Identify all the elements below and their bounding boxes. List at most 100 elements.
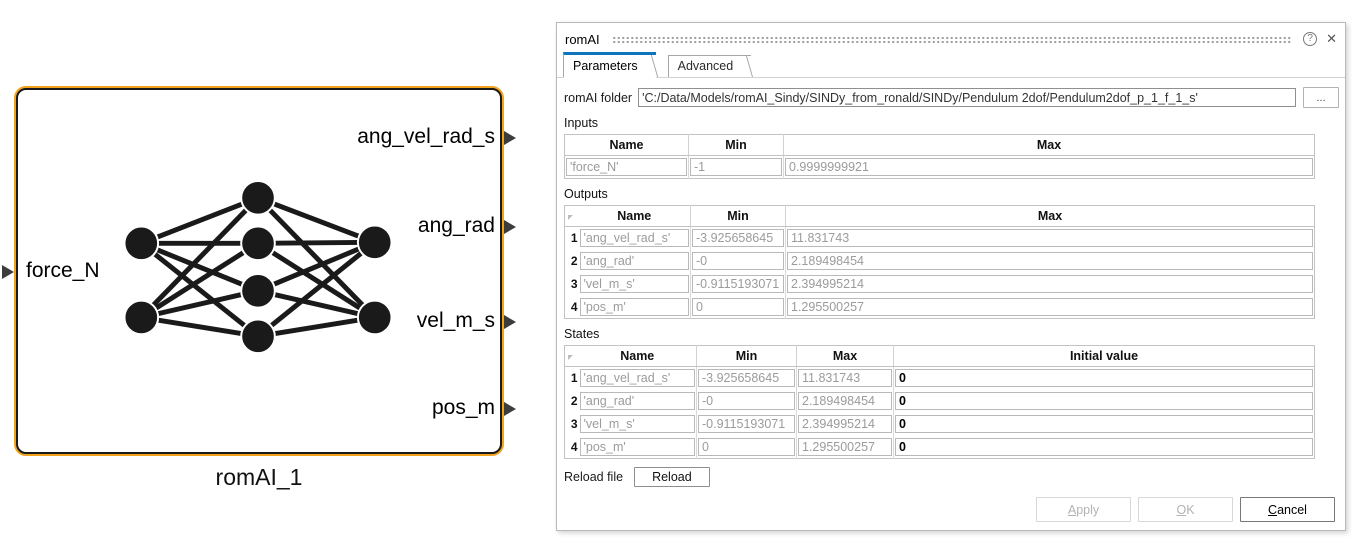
output-min-cell[interactable]: -3.925658645 — [692, 229, 784, 248]
input-name-cell[interactable]: 'force_N' — [566, 158, 687, 176]
port-label-pos-m: pos_m — [431, 396, 495, 419]
state-min-cell[interactable]: -0.9115193071 — [698, 415, 795, 433]
tab-bar: Parameters Advanced — [557, 52, 1345, 78]
romai-parameter-dialog: romAI ? ✕ Parameters Advanced romAI fold… — [556, 22, 1346, 531]
states-section-label: States — [564, 327, 600, 341]
port-label-force-n: force_N — [26, 259, 100, 282]
inputs-header-max: Max — [783, 134, 1315, 156]
tab-slant-edge — [736, 56, 754, 77]
state-initial-cell[interactable]: 0 — [895, 392, 1313, 410]
dialog-title: romAI — [565, 31, 600, 47]
row-number: 3 — [570, 417, 578, 431]
state-initial-cell[interactable]: 0 — [895, 415, 1313, 433]
table-row: 3 'vel_m_s' -0.9115193071 2.394995214 0 — [565, 412, 1315, 436]
input-port-arrow-icon[interactable] — [2, 265, 14, 279]
states-header-min: Min — [696, 345, 797, 367]
row-number: 1 — [570, 231, 578, 246]
block-name-label: romAI_1 — [215, 464, 303, 490]
table-row: 1 'ang_vel_rad_s' -3.925658645 11.831743… — [565, 366, 1315, 390]
outputs-section-label: Outputs — [564, 187, 608, 201]
neural-network-icon — [123, 180, 393, 355]
inputs-header-min: Min — [688, 134, 784, 156]
state-initial-cell[interactable]: 0 — [895, 437, 1313, 456]
dialog-titlebar: romAI ? ✕ — [557, 23, 1345, 49]
tab-advanced[interactable]: Advanced — [667, 55, 754, 77]
table-row: 'force_N' -1 0.9999999921 — [564, 155, 1315, 179]
state-max-cell[interactable]: 1.295500257 — [798, 437, 892, 456]
state-max-cell[interactable]: 11.831743 — [798, 369, 892, 388]
tab-parameters-label: Parameters — [573, 59, 638, 73]
apply-button[interactable]: Apply — [1036, 497, 1131, 522]
reload-file-label: Reload file — [564, 470, 624, 484]
close-icon[interactable]: ✕ — [1326, 31, 1337, 46]
dialog-footer: Apply OK Cancel — [1036, 497, 1335, 522]
apply-button-label: Apply — [1067, 502, 1100, 517]
folder-row: romAI folder ... — [564, 87, 1339, 108]
output-port-arrow-icon[interactable] — [504, 131, 516, 145]
row-number: 4 — [570, 299, 578, 314]
output-port-arrow-icon[interactable] — [504, 220, 516, 234]
output-max-cell[interactable]: 11.831743 — [787, 229, 1313, 248]
state-min-cell[interactable]: -3.925658645 — [698, 369, 795, 388]
states-header-name: Name — [578, 345, 697, 367]
output-name-cell[interactable]: 'vel_m_s' — [579, 275, 689, 293]
output-max-cell[interactable]: 2.394995214 — [787, 275, 1313, 293]
reload-button[interactable]: Reload — [634, 467, 710, 487]
romai-block[interactable]: force_N ang_vel_rad_s ang_rad vel_m_s po… — [2, 88, 516, 490]
row-number: 2 — [570, 394, 578, 408]
table-row: 2 'ang_rad' -0 2.189498454 0 — [565, 389, 1315, 413]
tab-slant-edge — [640, 55, 658, 77]
folder-label: romAI folder — [564, 90, 633, 105]
output-min-cell[interactable]: -0.9115193071 — [692, 275, 784, 293]
table-row: 4 'pos_m' 0 1.295500257 0 — [565, 435, 1315, 459]
output-name-cell[interactable]: 'ang_rad' — [579, 252, 689, 270]
output-max-cell[interactable]: 1.295500257 — [787, 297, 1313, 316]
port-label-ang-vel-rad-s: ang_vel_rad_s — [357, 125, 495, 148]
output-name-cell[interactable]: 'ang_vel_rad_s' — [579, 229, 689, 248]
inputs-section-label: Inputs — [564, 116, 599, 130]
row-number: 1 — [570, 371, 578, 386]
output-port-arrow-icon[interactable] — [504, 402, 516, 416]
reload-row: Reload file Reload — [564, 467, 1315, 487]
output-min-cell[interactable]: -0 — [692, 252, 784, 270]
row-number: 4 — [570, 439, 578, 454]
inputs-header-name: Name — [564, 134, 689, 156]
output-min-cell[interactable]: 0 — [692, 297, 784, 316]
state-name-cell[interactable]: 'pos_m' — [579, 437, 695, 456]
output-name-cell[interactable]: 'pos_m' — [579, 297, 689, 316]
table-row: 3 'vel_m_s' -0.9115193071 2.394995214 — [565, 272, 1315, 296]
ok-button[interactable]: OK — [1138, 497, 1233, 522]
state-name-cell[interactable]: 'vel_m_s' — [579, 415, 695, 433]
cancel-button[interactable]: Cancel — [1240, 497, 1335, 522]
title-dots-decoration — [611, 36, 1292, 44]
outputs-header-min: Min — [690, 205, 786, 227]
outputs-header-name: Name — [578, 205, 691, 227]
input-min-cell[interactable]: -1 — [690, 158, 782, 176]
input-max-cell[interactable]: 0.9999999921 — [785, 158, 1313, 176]
states-header-initial: Initial value — [893, 345, 1315, 367]
state-initial-cell[interactable]: 0 — [895, 369, 1313, 388]
outputs-header-max: Max — [785, 205, 1315, 227]
row-number: 3 — [570, 277, 578, 291]
port-label-ang-rad: ang_rad — [417, 214, 495, 237]
help-icon[interactable]: ? — [1303, 32, 1318, 46]
port-label-vel-m-s: vel_m_s — [416, 309, 495, 332]
ok-button-label: OK — [1176, 502, 1195, 517]
tab-parameters[interactable]: Parameters — [563, 52, 658, 78]
output-max-cell[interactable]: 2.189498454 — [787, 252, 1313, 270]
table-row: 4 'pos_m' 0 1.295500257 — [565, 295, 1315, 319]
browse-button[interactable]: ... — [1303, 87, 1339, 108]
tab-advanced-label: Advanced — [677, 59, 734, 73]
state-min-cell[interactable]: -0 — [698, 392, 795, 410]
state-name-cell[interactable]: 'ang_vel_rad_s' — [579, 369, 695, 388]
inputs-table: Name Min Max 'force_N' -1 0.9999999921 — [564, 134, 1315, 179]
table-corner-icon — [568, 354, 573, 360]
state-min-cell[interactable]: 0 — [698, 437, 795, 456]
state-max-cell[interactable]: 2.189498454 — [798, 392, 892, 410]
state-max-cell[interactable]: 2.394995214 — [798, 415, 892, 433]
state-name-cell[interactable]: 'ang_rad' — [579, 392, 695, 410]
output-port-arrow-icon[interactable] — [504, 315, 516, 329]
states-header-max: Max — [796, 345, 894, 367]
table-corner-icon — [568, 214, 573, 220]
folder-path-input[interactable] — [638, 88, 1296, 107]
